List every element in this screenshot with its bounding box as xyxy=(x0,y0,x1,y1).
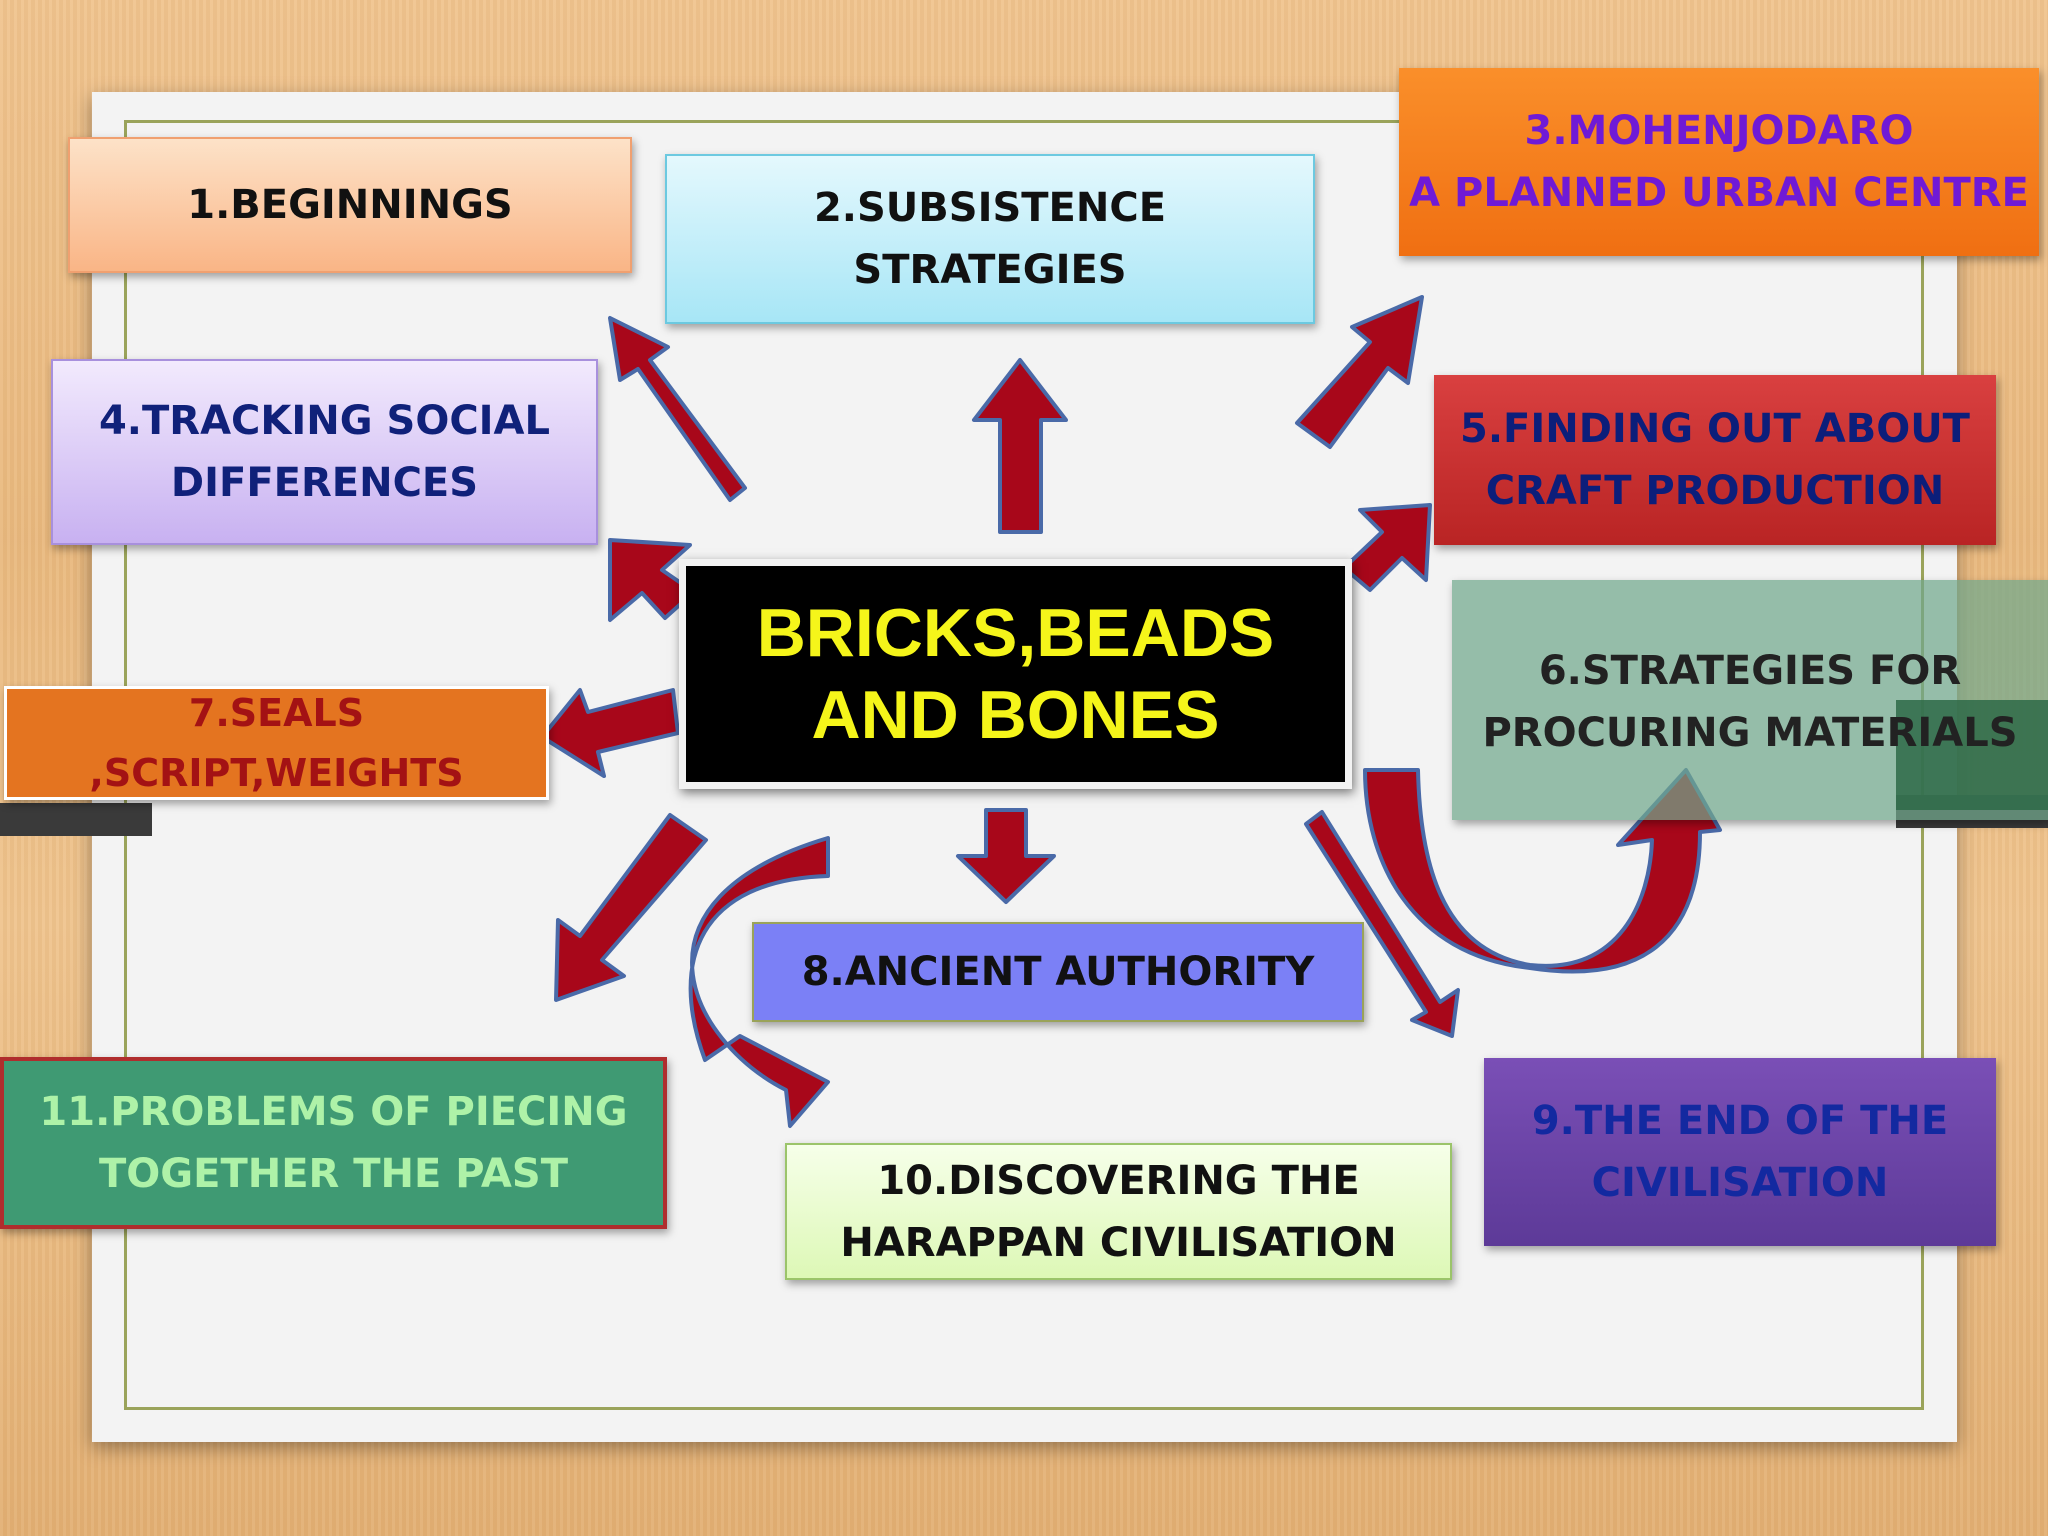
topic-tracking-social-differences: 4.TRACKING SOCIAL DIFFERENCES xyxy=(51,359,598,545)
topic-label: 2.SUBSISTENCE STRATEGIES xyxy=(813,185,1167,293)
topic-procuring-materials: 6.STRATEGIES FOR PROCURING MATERIALS xyxy=(1452,580,2048,820)
topic-label: 1.BEGINNINGS xyxy=(187,182,513,228)
topic-label: 7.SEALS ,SCRIPT,WEIGHTS xyxy=(89,691,464,795)
topic-seals-script-weights: 7.SEALS ,SCRIPT,WEIGHTS xyxy=(4,686,549,800)
topic-subsistence-strategies: 2.SUBSISTENCE STRATEGIES xyxy=(665,154,1315,324)
central-title: BRICKS,BEADS AND BONES xyxy=(756,595,1275,753)
topic-ancient-authority: 8.ANCIENT AUTHORITY xyxy=(752,922,1364,1022)
central-title-box: BRICKS,BEADS AND BONES xyxy=(679,559,1352,789)
arrow-to-ancient-authority xyxy=(956,808,1056,904)
topic-label: 4.TRACKING SOCIAL DIFFERENCES xyxy=(98,398,551,506)
decor-bar-left xyxy=(0,803,152,836)
topic-mohenjodaro: 3.MOHENJODARO A PLANNED URBAN CENTRE xyxy=(1399,68,2039,256)
topic-label: 11.PROBLEMS OF PIECING TOGETHER THE PAST xyxy=(39,1089,628,1197)
arrow-to-end-civilisation xyxy=(1304,810,1460,1038)
arrow-to-subsistence xyxy=(972,358,1068,534)
topic-label: 6.STRATEGIES FOR PROCURING MATERIALS xyxy=(1482,648,2018,756)
topic-label: 9.THE END OF THE CIVILISATION xyxy=(1531,1098,1949,1206)
topic-problems-of-piecing: 11.PROBLEMS OF PIECING TOGETHER THE PAST xyxy=(0,1057,667,1229)
arrow-to-beginnings xyxy=(608,316,747,502)
arrow-to-mohenjodaro xyxy=(1295,295,1424,449)
topic-label: 8.ANCIENT AUTHORITY xyxy=(801,949,1315,995)
arrow-to-problems xyxy=(554,813,708,1002)
arrow-to-social-differences xyxy=(608,538,696,622)
topic-beginnings: 1.BEGINNINGS xyxy=(68,137,632,273)
topic-label: 3.MOHENJODARO A PLANNED URBAN CENTRE xyxy=(1409,108,2029,216)
topic-craft-production: 5.FINDING OUT ABOUT CRAFT PRODUCTION xyxy=(1434,375,1996,545)
arrow-to-discovering xyxy=(688,836,830,1128)
arrow-to-craft-production xyxy=(1342,503,1432,592)
topic-end-of-civilisation: 9.THE END OF THE CIVILISATION xyxy=(1484,1058,1996,1246)
topic-label: 5.FINDING OUT ABOUT CRAFT PRODUCTION xyxy=(1460,406,1970,514)
arrow-to-seals xyxy=(540,688,680,778)
overlay-block xyxy=(1896,700,2048,810)
topic-label: 10.DISCOVERING THE HARAPPAN CIVILISATION xyxy=(840,1157,1397,1266)
arrow-to-procuring-materials xyxy=(1363,768,1722,974)
topic-discovering-harappan: 10.DISCOVERING THE HARAPPAN CIVILISATION xyxy=(785,1143,1452,1280)
